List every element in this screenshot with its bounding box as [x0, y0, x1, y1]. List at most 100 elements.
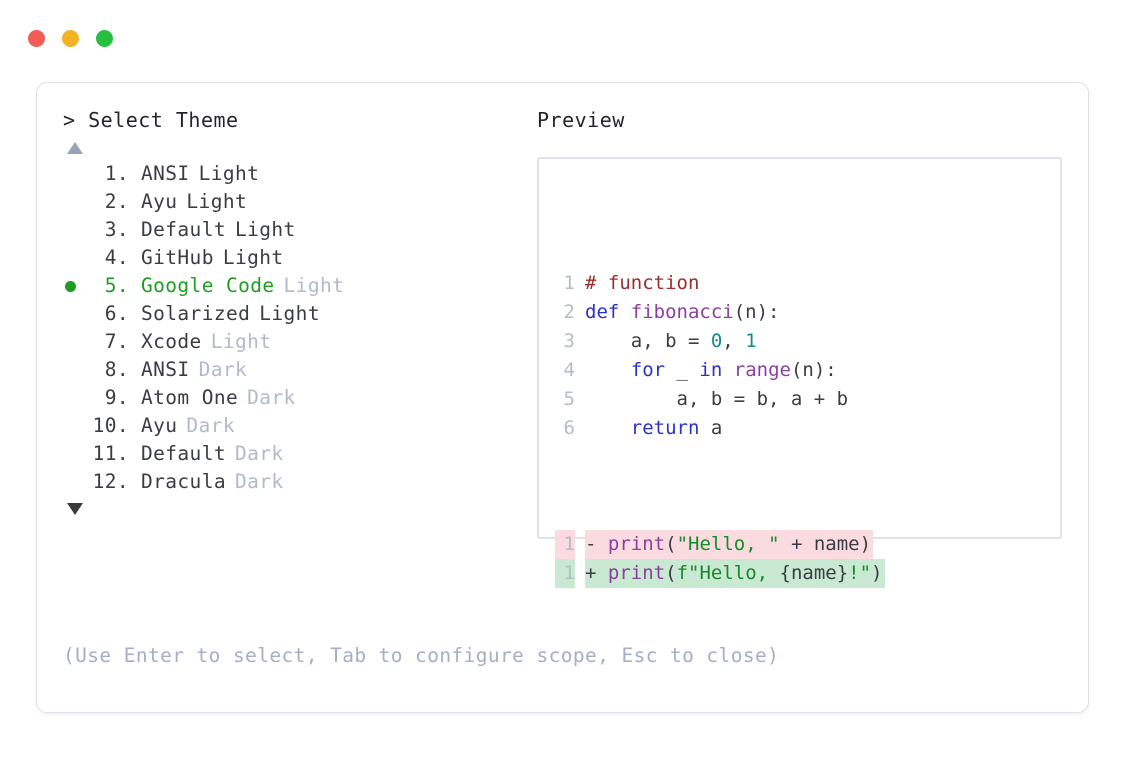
- code-line: 6 return a: [555, 414, 885, 443]
- code-token-str: !": [848, 562, 872, 584]
- code-line-number: 1: [563, 272, 575, 294]
- theme-item-variant: Light: [210, 330, 272, 353]
- theme-item-name: Ayu: [141, 190, 178, 213]
- code-line-text: a, b = b, a + b: [585, 385, 849, 414]
- selection-bullet-slot: [63, 188, 89, 216]
- selected-bullet-icon: [65, 280, 76, 292]
- code-token-plain: {name}: [779, 562, 849, 584]
- theme-item-variant: Dark: [186, 414, 235, 437]
- selection-bullet-slot: [63, 384, 89, 412]
- theme-item-index: 12.: [92, 470, 129, 493]
- code-line-text: # function: [585, 269, 699, 298]
- theme-item-index: 3.: [104, 218, 129, 241]
- code-token-plain: a, b =: [585, 330, 711, 352]
- theme-list-item[interactable]: 7. Xcode Light: [63, 328, 533, 356]
- code-token-num: 1: [745, 330, 757, 352]
- scroll-up-icon[interactable]: [67, 142, 83, 154]
- code-token-str: "Hello, ": [676, 533, 780, 555]
- code-token-plain: [585, 417, 631, 439]
- selection-bullet-slot: [63, 356, 89, 384]
- code-line-number: 4: [563, 359, 575, 381]
- code-token-plain: ,: [722, 330, 746, 352]
- theme-item-name: GitHub: [141, 246, 214, 269]
- theme-item-name: Ayu: [141, 414, 178, 437]
- theme-item-index: 6.: [104, 302, 129, 325]
- code-token-str: f"Hello,: [676, 562, 780, 584]
- diff-spacer: [596, 533, 607, 555]
- diff-block: 1- print("Hello, " + name)1+ print(f"Hel…: [555, 530, 885, 588]
- theme-item-index: 2.: [104, 190, 129, 213]
- code-token-fn: fibonacci: [630, 301, 734, 323]
- page-title: > Select Theme: [63, 108, 239, 132]
- theme-list-item[interactable]: 8. ANSI Dark: [63, 356, 533, 384]
- code-line: 4 for _ in range(n):: [555, 356, 885, 385]
- diff-line-text: - print("Hello, " + name): [585, 530, 874, 559]
- code-line-number: 3: [563, 330, 575, 352]
- theme-item-name: Dracula: [141, 470, 226, 493]
- theme-item-variant: Dark: [234, 442, 284, 465]
- code-token-plain: _: [665, 359, 700, 381]
- code-line-text: return a: [585, 414, 723, 443]
- code-token-plain: + name): [779, 533, 872, 555]
- selection-bullet-slot: [63, 300, 89, 328]
- selection-bullet-slot: [63, 468, 89, 496]
- theme-item-name: Default: [141, 442, 226, 465]
- diff-line-del: 1- print("Hello, " + name): [555, 530, 885, 559]
- code-token-kw: def: [585, 301, 631, 323]
- theme-item-name: Atom One: [141, 386, 239, 409]
- theme-item-index: 11.: [92, 442, 129, 465]
- code-line-number: 5: [563, 388, 575, 410]
- theme-item-name: ANSI: [141, 358, 190, 381]
- code-line-text: a, b = 0, 1: [585, 327, 757, 356]
- code-token-punct: (n):: [733, 301, 780, 323]
- code-token-num: 0: [710, 330, 723, 352]
- zoom-window-button[interactable]: [96, 30, 113, 47]
- code-token-kw: return: [630, 417, 700, 439]
- theme-item-variant: Dark: [198, 358, 248, 381]
- theme-item-name: ANSI: [141, 162, 190, 185]
- keyboard-hint: (Use Enter to select, Tab to configure s…: [63, 644, 780, 667]
- theme-item-index: 9.: [104, 386, 129, 409]
- theme-item-variant: Light: [222, 246, 284, 269]
- theme-list-item[interactable]: 9. Atom One Dark: [63, 384, 533, 412]
- theme-item-index: 1.: [104, 162, 129, 185]
- theme-item-name: Xcode: [141, 330, 202, 353]
- code-token-punct: (n):: [790, 359, 837, 381]
- code-token-plain: a: [699, 417, 723, 439]
- theme-item-variant: Dark: [247, 386, 296, 409]
- code-line: 5 a, b = b, a + b: [555, 385, 885, 414]
- code-line-text: for _ in range(n):: [585, 356, 837, 385]
- theme-item-variant: Light: [186, 190, 248, 213]
- theme-item-variant: Light: [234, 218, 296, 241]
- diff-line-text: + print(f"Hello, {name}!"): [585, 559, 885, 588]
- theme-item-name: Solarized: [141, 302, 251, 325]
- code-token-kw: in: [699, 359, 723, 381]
- preview-label: Preview: [537, 108, 625, 132]
- theme-item-index: 7.: [104, 330, 129, 353]
- theme-list-item[interactable]: 11. Default Dark: [63, 440, 533, 468]
- code-line-text: def fibonacci(n):: [585, 298, 779, 327]
- scroll-down-icon[interactable]: [67, 503, 83, 515]
- diff-marker: -: [585, 533, 597, 555]
- theme-item-name: Google Code: [141, 274, 275, 297]
- minimize-window-button[interactable]: [62, 30, 79, 47]
- theme-list-item[interactable]: 2. Ayu Light: [63, 188, 533, 216]
- diff-marker: +: [585, 562, 597, 584]
- close-window-button[interactable]: [28, 30, 45, 47]
- theme-item-index: 8.: [104, 358, 129, 381]
- code-token-punct: ): [871, 562, 883, 584]
- code-token-fn: print: [607, 562, 666, 584]
- code-line-number: 6: [563, 417, 575, 439]
- selection-bullet-slot: [63, 216, 89, 244]
